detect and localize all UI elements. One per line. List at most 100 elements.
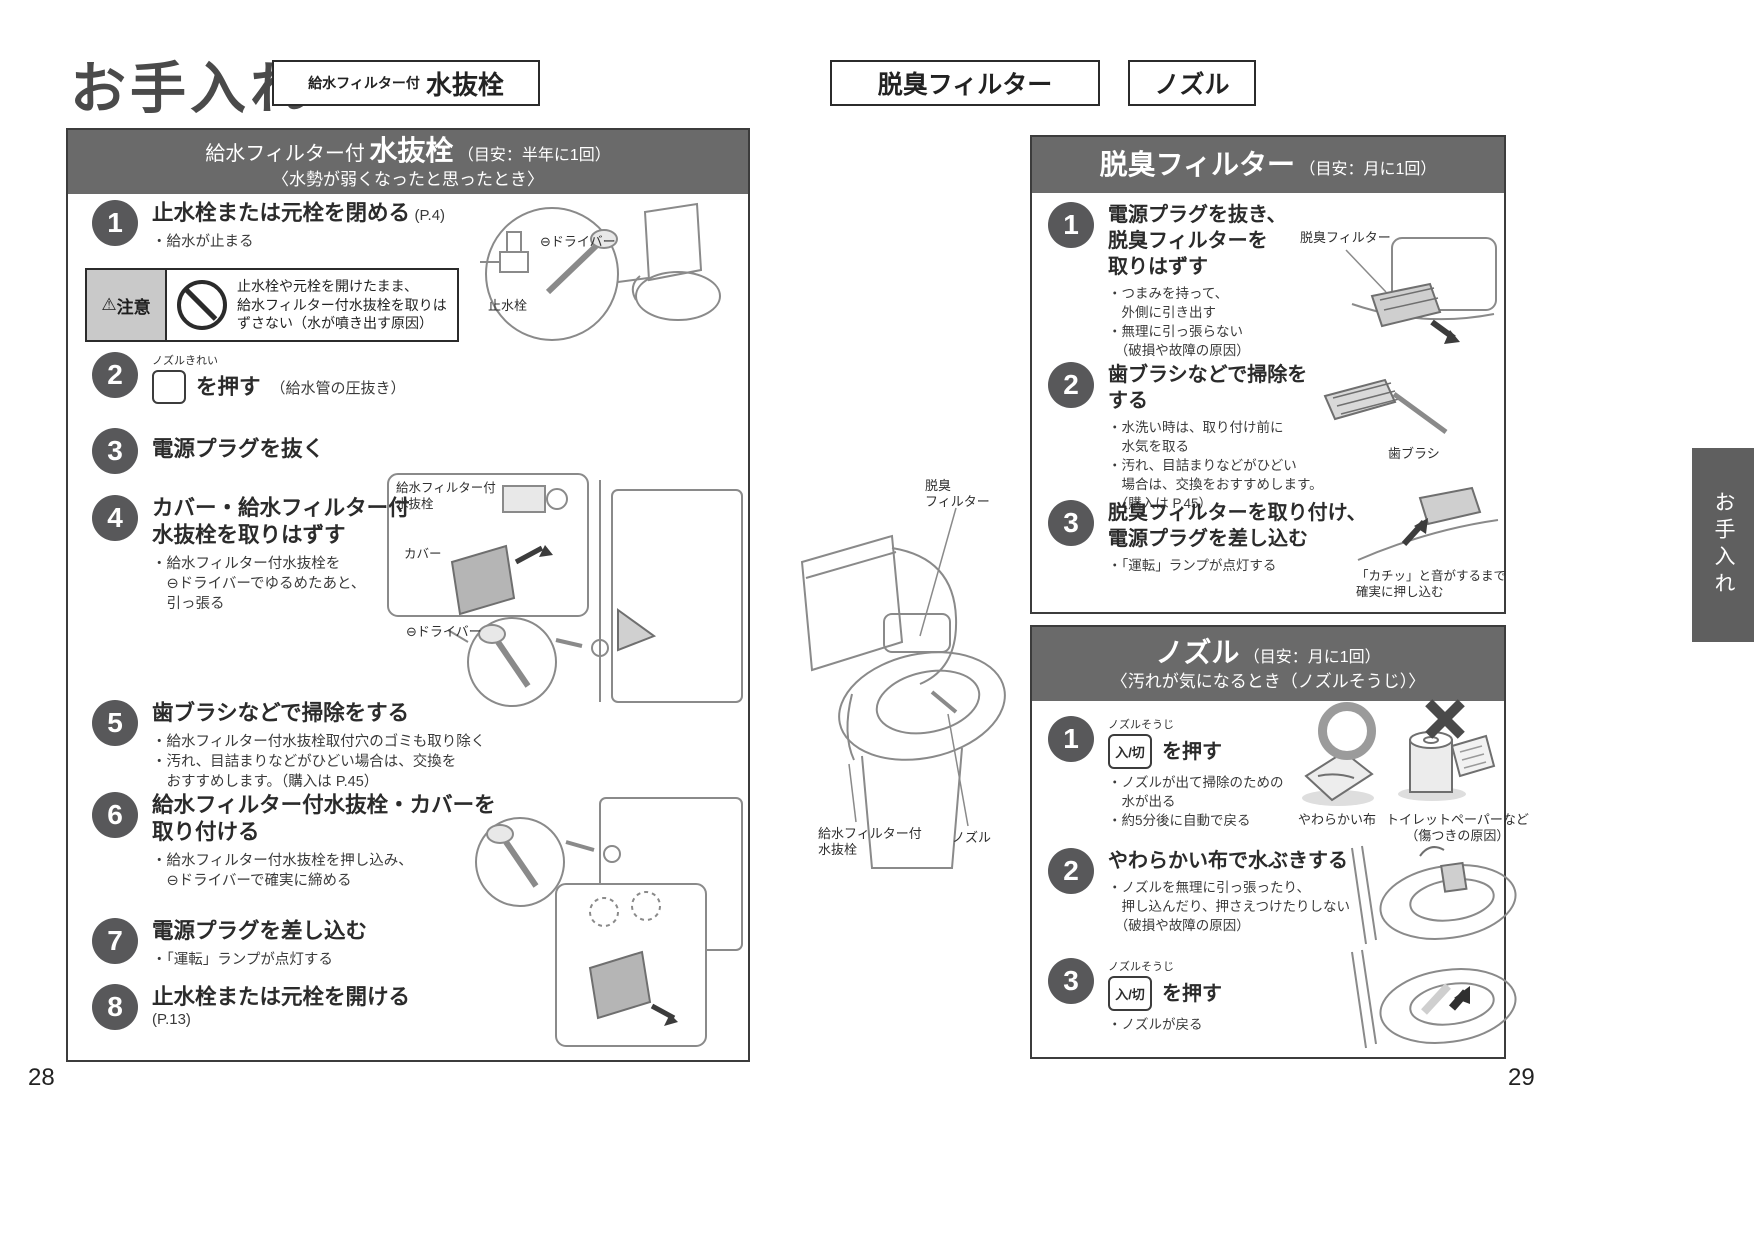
header-main: ノズル — [1155, 636, 1240, 668]
step-bullets: ・給水フィルター付水抜栓を押し込み、 ⊖ドライバーで確実に締める — [152, 852, 413, 890]
page-number-right: 29 — [1508, 1064, 1535, 1091]
step-number: 1 — [92, 200, 138, 246]
side-tab-oteire: お手入れ — [1692, 448, 1754, 642]
label-driver-mid: ⊖ドライバー — [406, 624, 482, 639]
caution-box: ⚠注意 止水栓や元栓を開けたまま、 給水フィルター付水抜栓を取りは ずさない（水… — [85, 268, 459, 342]
label-driver-top: ⊖ドライバー — [540, 234, 616, 249]
step-note: (P.4) — [414, 207, 446, 224]
step-title: 歯ブラシなどで掃除をする — [152, 701, 410, 725]
dassyu-step-2: 2 歯ブラシなどで掃除を する ・水洗い時は、取り付け前に 水気を取る ・汚れ、… — [1048, 362, 1323, 513]
header-note: （目安：月に1回） — [1243, 648, 1381, 666]
mizunuki-step-3: 3 電源プラグを抜く — [92, 428, 324, 474]
tag-nozzle-label: ノズル — [1154, 71, 1230, 99]
header-main: 水抜栓 — [369, 134, 454, 166]
step-title: 電源プラグを抜く — [152, 437, 325, 461]
panel-mizunuki-header-line1: 給水フィルター付 水抜栓 （目安：半年に1回） — [68, 133, 748, 169]
step-bullets: ・給水フィルター付水抜栓を ⊖ドライバーでゆるめたあと、 引っ張る — [152, 555, 366, 613]
step-title: 電源プラグを抜き、 脱臭フィルターを 取りはずす — [1108, 204, 1287, 278]
caution-content: 止水栓や元栓を開けたまま、 給水フィルター付水抜栓を取りは ずさない（水が噴き出… — [167, 270, 457, 340]
nozzle-step-2: 2 やわらかい布で水ぶきする ・ノズルを無理に引っ張ったり、 押し込んだり、押さ… — [1048, 848, 1350, 936]
step-title: を押す — [1162, 740, 1222, 763]
step-number: 2 — [1048, 362, 1094, 408]
step-bullets: ・水洗い時は、取り付け前に 水気を取る ・汚れ、目詰まりなどがひどい 場合は、交… — [1108, 420, 1323, 511]
step-title: カバー・給水フィルター付 水抜栓を取りはずす — [152, 496, 410, 547]
step-number: 1 — [1048, 716, 1094, 762]
panel-nozzle-header-line1: ノズル （目安：月に1回） — [1032, 635, 1504, 671]
mizunuki-step-5: 5 歯ブラシなどで掃除をする ・給水フィルター付水抜栓取付穴のゴミも取り除く ・… — [92, 700, 485, 793]
caption-toilet-paper: トイレットペーパーなど （傷つきの原因） — [1386, 812, 1529, 844]
header-prefix: 給水フィルター付 — [205, 142, 365, 165]
step-title: 電源プラグを差し込む — [152, 919, 368, 943]
panel-dassyu-header-line: 脱臭フィルター （目安：月に1回） — [1032, 147, 1504, 183]
step-number: 5 — [92, 700, 138, 746]
section-tag-nozzle: ノズル — [1128, 60, 1256, 106]
caution-text: 止水栓や元栓を開けたまま、 給水フィルター付水抜栓を取りは ずさない（水が噴き出… — [237, 277, 447, 332]
step-bullets: ・ノズルが出て掃除のための 水が出る ・約5分後に自動で戻る — [1108, 775, 1284, 828]
button-ruby: ノズルそうじ — [1108, 961, 1174, 973]
step-title: を押す — [1162, 982, 1222, 1005]
nozzle-step-3: 3 ノズルそうじ 入/切 を押す ・ノズルが戻る — [1048, 958, 1222, 1035]
power-onoff-button: 入/切 — [1108, 976, 1152, 1011]
mizunuki-step-1: 1 止水栓または元栓を閉める (P.4) ・給水が止まる — [92, 200, 445, 252]
prohibition-icon — [177, 280, 227, 330]
tag-dassyu-label: 脱臭フィルター — [877, 71, 1053, 99]
caption-click-sound: 「カチッ」と音がするまで 確実に押し込む — [1356, 569, 1507, 600]
label-center-mizunuki: 給水フィルター付 水抜栓 — [818, 826, 922, 858]
step-title: やわらかい布で水ぶきする — [1108, 850, 1348, 872]
step-title: 歯ブラシなどで掃除を する — [1108, 364, 1308, 412]
warning-icon: ⚠ — [101, 295, 117, 314]
toilet-illustration — [800, 507, 1006, 869]
section-tag-dassyu: 脱臭フィルター — [830, 60, 1100, 106]
button-ruby: ノズルきれい — [152, 355, 218, 367]
step-number: 3 — [1048, 958, 1094, 1004]
step-number: 4 — [92, 495, 138, 541]
step-bullets: ・つまみを持って、 外側に引き出す ・無理に引っ張らない （破損や故障の原因） — [1108, 286, 1250, 358]
label-center-nozzle: ノズル — [952, 830, 992, 845]
nozzle-kirei-button — [152, 370, 186, 404]
tag-mizunuki-main: 水抜栓 — [425, 69, 504, 100]
button-ruby: ノズルそうじ — [1108, 719, 1174, 731]
step-number: 7 — [92, 918, 138, 964]
step-note: (P.13) — [152, 1010, 191, 1028]
step-number: 2 — [1048, 848, 1094, 894]
page-title: お手入れ — [70, 57, 310, 120]
step-bullets: ・ノズルが戻る — [1108, 1017, 1203, 1032]
ok-circle-icon — [1318, 702, 1376, 760]
dassyu-step-3: 3 脱臭フィルターを取り付け、 電源プラグを差し込む ・「運転」ランプが点灯する — [1048, 500, 1367, 576]
label-center-dassyu: 脱臭 フィルター — [925, 478, 990, 510]
step-number: 3 — [92, 428, 138, 474]
step-title: 脱臭フィルターを取り付け、 電源プラグを差し込む — [1108, 502, 1367, 550]
ng-cross-icon — [1424, 698, 1466, 740]
section-tag-mizunuki: 給水フィルター付 水抜栓 — [272, 60, 540, 106]
tag-mizunuki-prefix: 給水フィルター付 — [308, 75, 420, 91]
step-bullets: ・ノズルを無理に引っ張ったり、 押し込んだり、押さえつけたりしない （破損や故障… — [1108, 880, 1351, 933]
mizunuki-step-8: 8 止水栓または元栓を開ける (P.13) — [92, 984, 410, 1030]
caution-label: ⚠注意 — [87, 270, 167, 340]
step-number: 6 — [92, 792, 138, 838]
header-note: （目安：半年に1回） — [457, 146, 611, 164]
mizunuki-step-2: 2 ノズルきれい を押す （給水管の圧抜き） — [92, 352, 406, 404]
nozzle-step-1: 1 ノズルそうじ 入/切 を押す ・ノズルが出て掃除のための 水が出る ・約5分… — [1048, 716, 1284, 831]
step-title: 止水栓または元栓を閉める — [152, 201, 411, 225]
panel-dassyu-header: 脱臭フィルター （目安：月に1回） — [1032, 137, 1504, 193]
step-bullets: ・給水が止まる — [152, 233, 254, 250]
step-bullets: ・「運転」ランプが点灯する — [1108, 558, 1277, 573]
power-onoff-button: 入/切 — [1108, 734, 1152, 769]
label-filter-unit: 給水フィルター付 水抜栓 — [396, 481, 496, 512]
step-title: を押す — [196, 374, 261, 399]
caution-label-text: 注意 — [116, 297, 151, 317]
step-title: 給水フィルター付水抜栓・カバーを 取り付ける — [152, 793, 496, 844]
panel-mizunuki-header: 給水フィルター付 水抜栓 （目安：半年に1回） 〈水勢が弱くなったと思ったとき〉 — [68, 130, 748, 194]
step-number: 3 — [1048, 500, 1094, 546]
step-note: （給水管の圧抜き） — [270, 379, 406, 397]
step-title: 止水栓または元栓を開ける — [152, 985, 411, 1009]
step-number: 8 — [92, 984, 138, 1030]
step-number: 1 — [1048, 202, 1094, 248]
caption-soft-cloth: やわらかい布 — [1298, 812, 1377, 827]
mizunuki-step-4: 4 カバー・給水フィルター付 水抜栓を取りはずす ・給水フィルター付水抜栓を ⊖… — [92, 495, 410, 615]
mizunuki-step-7: 7 電源プラグを差し込む ・「運転」ランプが点灯する — [92, 918, 367, 970]
label-cover: カバー — [404, 547, 442, 561]
header-main: 脱臭フィルター — [1099, 148, 1296, 180]
caption-toothbrush: 歯ブラシ — [1388, 446, 1440, 461]
